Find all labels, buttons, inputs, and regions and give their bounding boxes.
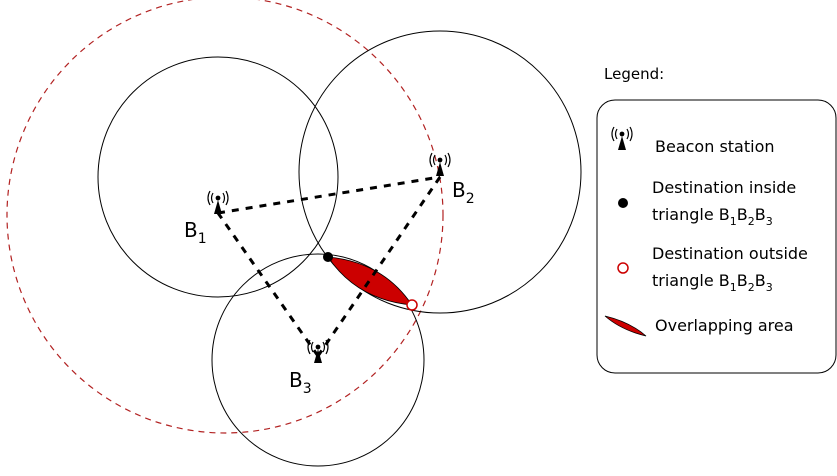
legend-overlap-label: Overlapping area xyxy=(655,316,794,335)
dashed-reference-circle xyxy=(6,0,444,434)
destination-inside-point xyxy=(323,252,333,262)
label-b3: B3 xyxy=(289,368,312,397)
legend-inside-line2: triangle B1B2B3 xyxy=(652,205,773,228)
legend-beacon-label: Beacon station xyxy=(655,137,775,156)
legend-overlap-marker xyxy=(604,315,647,337)
legend-box xyxy=(596,99,837,374)
label-b2: B2 xyxy=(452,178,475,207)
label-b1: B1 xyxy=(184,218,207,247)
legend-beacon-icon xyxy=(611,126,633,151)
legend-outside-line1: Destination outside xyxy=(652,244,808,263)
beacon-b2-icon xyxy=(429,152,451,177)
range-circle-b2 xyxy=(298,30,582,314)
triangle-b1-b2-b3 xyxy=(216,175,442,357)
legend-inside-line1: Destination inside xyxy=(652,178,796,197)
range-circle-b1 xyxy=(97,56,339,298)
legend-inside-marker xyxy=(618,198,628,208)
legend-title: Legend: xyxy=(604,65,664,83)
range-circle-b3 xyxy=(211,253,425,467)
overlapping-area xyxy=(327,256,413,306)
destination-outside-point xyxy=(406,299,418,311)
beacon-b1-icon xyxy=(207,190,229,215)
legend-outside-line2: triangle B1B2B3 xyxy=(652,271,773,294)
legend-outside-marker xyxy=(617,262,629,274)
